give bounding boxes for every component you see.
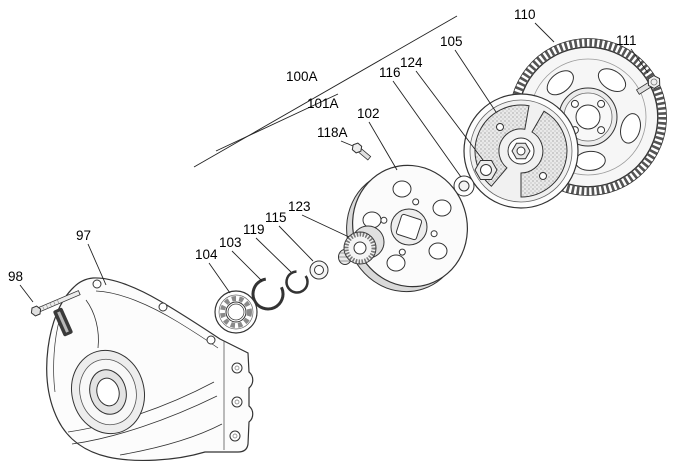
part-label-102: 102 bbox=[357, 106, 380, 121]
part-label-98: 98 bbox=[8, 269, 23, 284]
splined-hub bbox=[338, 225, 385, 265]
part-label-104: 104 bbox=[195, 247, 218, 262]
part-label-118A: 118A bbox=[317, 125, 348, 140]
assembly-leader-lines bbox=[193, 15, 458, 168]
bearing-balls bbox=[220, 296, 252, 328]
part-label-116: 116 bbox=[379, 65, 401, 80]
stud bbox=[30, 290, 81, 317]
part-label-110: 110 bbox=[514, 7, 536, 22]
part-label-124: 124 bbox=[400, 55, 423, 70]
part-label-100A: 100A bbox=[286, 69, 318, 84]
bolt-small bbox=[351, 142, 372, 161]
spacer bbox=[309, 260, 329, 280]
part-label-111: 111 bbox=[616, 33, 637, 48]
callout-leader-lines bbox=[19, 22, 649, 303]
bearing-boss bbox=[71, 349, 145, 435]
spline-teeth bbox=[344, 232, 376, 264]
clutch-shoe bbox=[520, 110, 568, 198]
cast-name-plate bbox=[53, 307, 73, 337]
clutch-carrier-plate bbox=[346, 164, 468, 293]
part-label-97: 97 bbox=[76, 228, 91, 243]
part-label-123: 123 bbox=[288, 199, 311, 214]
part-label-119: 119 bbox=[243, 222, 265, 237]
ball-bearing bbox=[214, 290, 258, 334]
part-label-103: 103 bbox=[219, 235, 242, 250]
flange-bolt bbox=[635, 74, 661, 95]
callout-labels: 98 97 104 103 119 115 123 118A 101A 100A… bbox=[8, 7, 637, 284]
washer bbox=[453, 175, 475, 197]
clutch-unit bbox=[463, 93, 579, 209]
part-label-105: 105 bbox=[440, 34, 463, 49]
square-center-hole bbox=[395, 213, 423, 241]
part-label-101A: 101A bbox=[307, 96, 339, 111]
gearbox-cover bbox=[46, 277, 254, 462]
lock-nut bbox=[474, 160, 498, 180]
part-label-115: 115 bbox=[265, 210, 287, 225]
circlip bbox=[285, 270, 309, 294]
